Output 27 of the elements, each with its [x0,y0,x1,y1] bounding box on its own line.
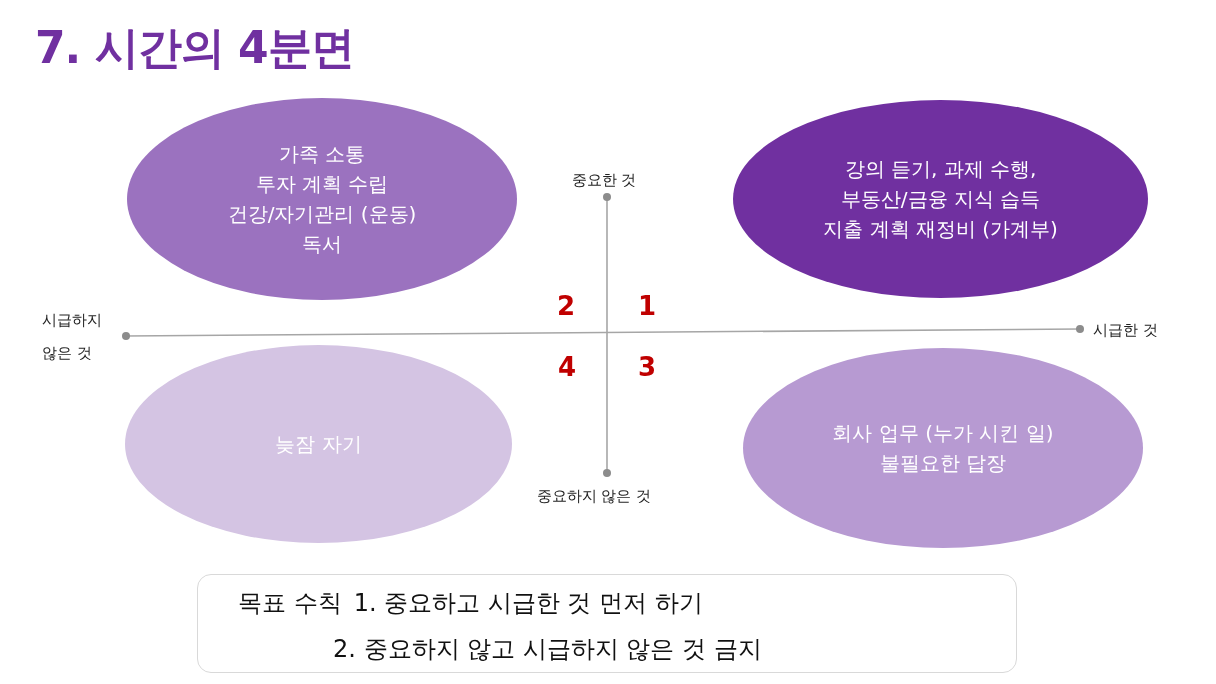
quadrant-ellipse [743,348,1143,548]
rule-text: 2. 중요하지 않고 시급하지 않은 것 금지 [333,634,762,664]
rules-box [197,574,1017,673]
quadrant-text: 지출 계획 재정비 (가계부) [823,216,1058,243]
quadrant-ellipse [733,100,1148,298]
quadrant-number: 1 [637,291,657,321]
quadrant-text: 투자 계획 수립 [255,171,389,198]
axis-label: 시급한 것 [1093,320,1158,340]
quadrant-number: 4 [557,352,577,382]
quadrant-text: 늦잠 자기 [275,431,362,458]
quadrant-number: 2 [556,291,576,321]
quadrant-text: 강의 듣기, 과제 수행, [844,156,1037,183]
axis-label: 중요하지 않은 것 [536,486,652,506]
quadrant-ellipse [127,98,517,300]
quadrant-ellipse [125,345,512,543]
rules-heading: 목표 수칙 [238,588,342,618]
quadrant-text: 건강/자기관리 (운동) [227,201,417,228]
quadrant-text: 불필요한 답장 [879,450,1007,477]
quadrant-text: 부동산/금융 지식 습득 [840,186,1041,213]
title: 7. 시간의 4분면 [35,21,354,75]
axis-label: 중요한 것 [571,170,637,190]
quadrant-text: 회사 업무 (누가 시킨 일) [832,420,1054,447]
rule-text: 1. 중요하고 시급한 것 먼저 하기 [353,588,703,618]
quadrant-text: 독서 [302,231,342,258]
quadrant-number: 3 [637,352,657,382]
quadrant-text: 가족 소통 [278,141,366,168]
axis-label: 시급하지 않은 것 [42,310,103,364]
